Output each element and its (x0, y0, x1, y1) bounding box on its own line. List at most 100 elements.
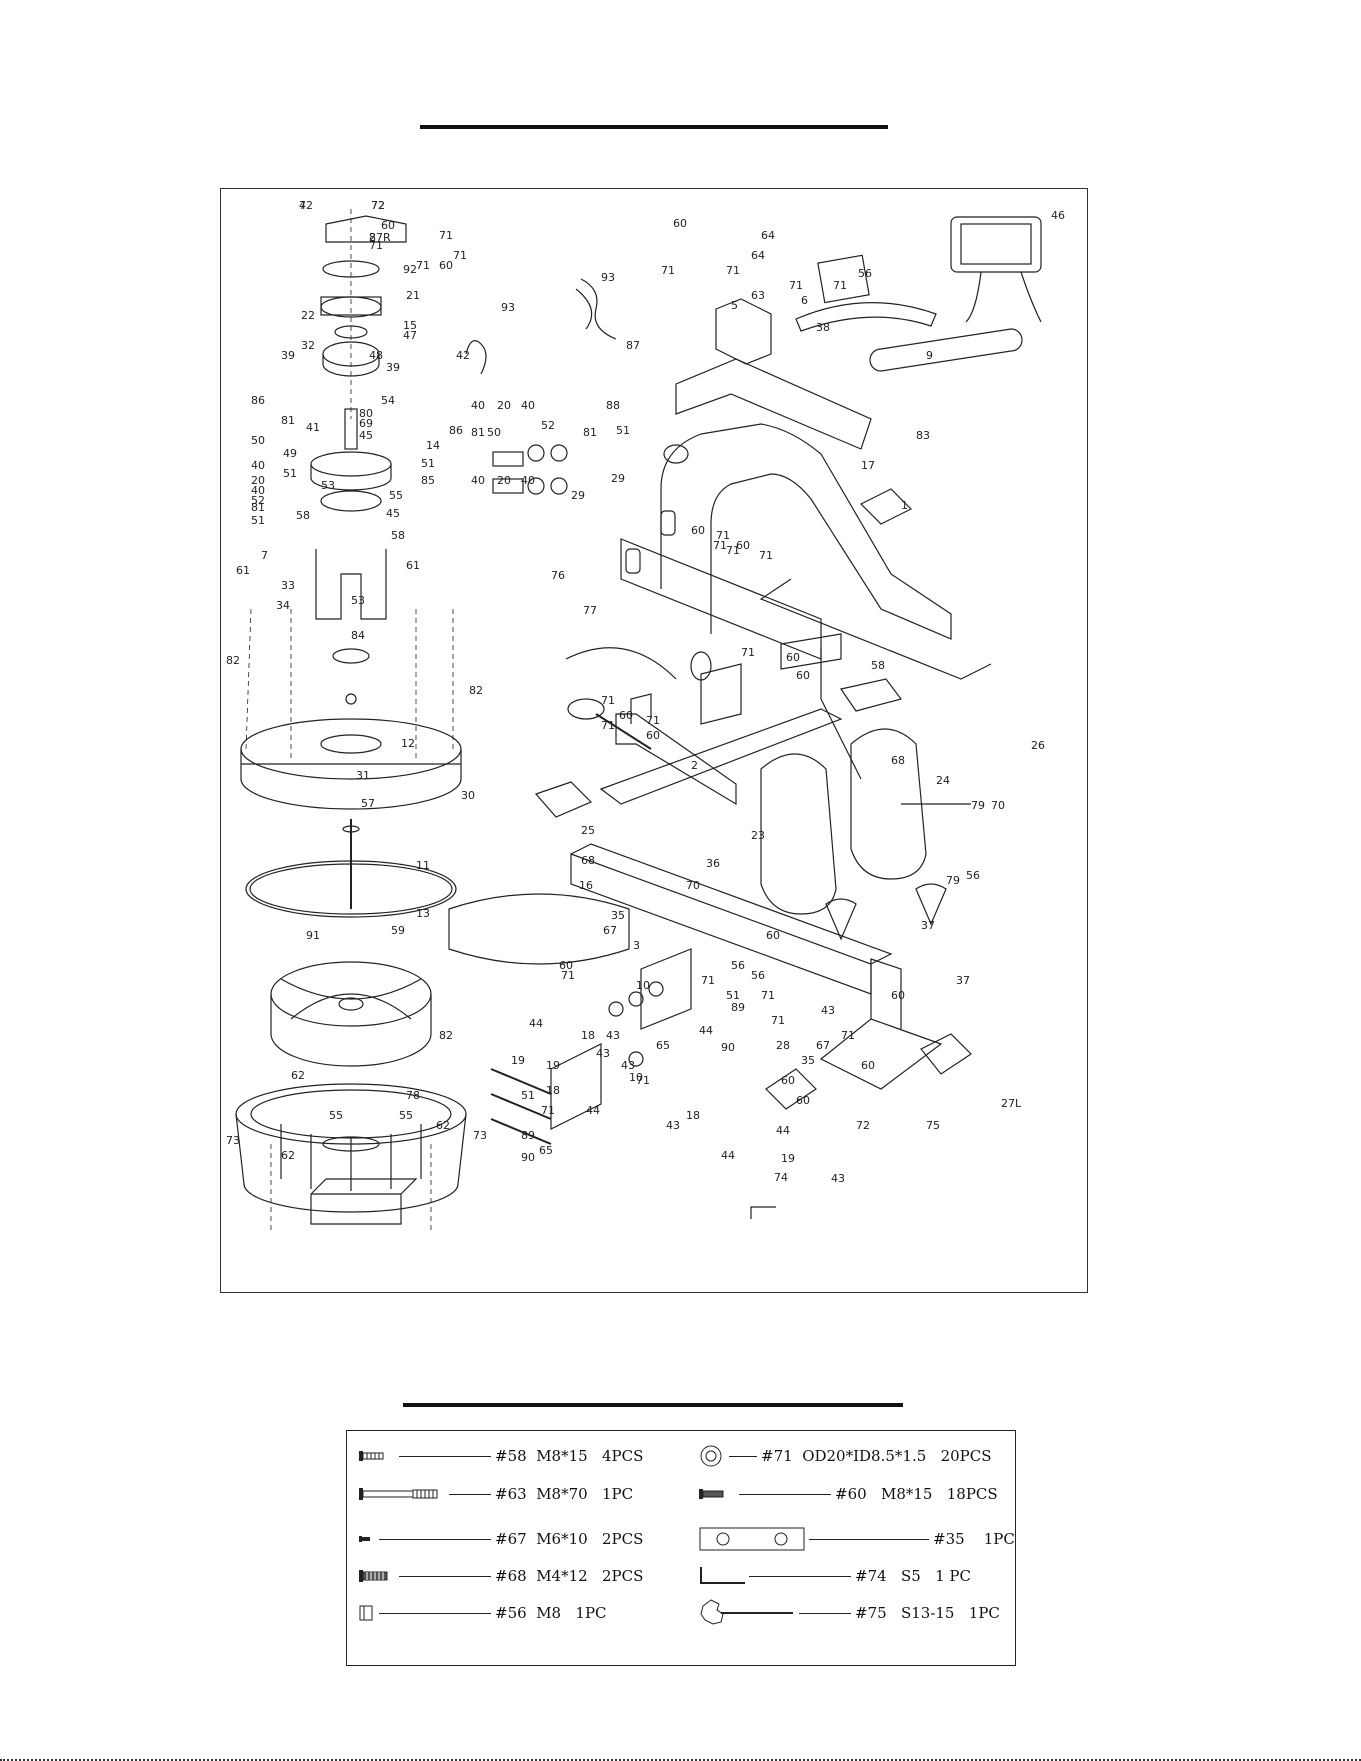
part-callout-label: 40 (521, 474, 535, 487)
part-callout-label: 60 (736, 539, 750, 552)
part-callout-label: 17 (861, 459, 875, 472)
part-callout-label: 55 (329, 1109, 343, 1122)
small-screw-icon (359, 1534, 379, 1544)
part-callout-label: 71 (713, 539, 727, 552)
part-callout-label: 34 (276, 599, 290, 612)
part-callout-label: 55 (399, 1109, 413, 1122)
part-callout-label: 71 (561, 969, 575, 982)
part-callout-label: 72 (299, 199, 313, 212)
part-callout-label: 43 (596, 1047, 610, 1060)
part-callout-label: 79 (971, 799, 985, 812)
part-callout-label: 45 (386, 507, 400, 520)
part-callout-label: 71 (761, 989, 775, 1002)
hardware-label: #56 M8 1PC (495, 1604, 607, 1622)
part-callout-label: 62 (436, 1119, 450, 1132)
part-callout-label: 14 (426, 439, 440, 452)
part-callout-label: 30 (461, 789, 475, 802)
part-callout-label: 13 (416, 907, 430, 920)
part-callout-label: 64 (761, 229, 775, 242)
part-callout-label: 69 (359, 417, 373, 430)
part-callout-label: 71 (541, 1104, 555, 1117)
hardware-item-58: #58 M8*15 4PCS (359, 1441, 643, 1471)
part-callout-label: 41 (306, 421, 320, 434)
part-callout-label: 44 (699, 1024, 713, 1037)
part-callout-label: 74 (774, 1171, 788, 1184)
part-callout-label: 7 (261, 549, 268, 562)
part-callout-label: 93 (601, 271, 615, 284)
hardware-label: #60 M8*15 18PCS (835, 1485, 998, 1503)
part-callout-label: 18 (546, 1084, 560, 1097)
part-callout-label: 18 (686, 1109, 700, 1122)
part-callout-label: 9 (926, 349, 933, 362)
part-callout-label: 49 (283, 447, 297, 460)
part-callout-label: 40 (471, 474, 485, 487)
part-callout-label: 68 (891, 754, 905, 767)
hardware-item-63: #63 M8*70 1PC (359, 1479, 633, 1509)
long-bolt-icon (359, 1487, 449, 1501)
part-callout-label: 16 (579, 879, 593, 892)
part-callout-label: 15 (403, 319, 417, 332)
hardware-label: #58 M8*15 4PCS (495, 1447, 644, 1465)
part-callout-label: 27L (1001, 1097, 1022, 1110)
part-callout-label: 43 (666, 1119, 680, 1132)
part-callout-label: 71 (369, 239, 383, 252)
part-callout-label: 60 (439, 259, 453, 272)
hardware-label: #63 M8*70 1PC (495, 1485, 634, 1503)
part-callout-label: 82 (439, 1029, 453, 1042)
part-callout-label: 70 (686, 879, 700, 892)
part-callout-label: 18 (581, 1029, 595, 1042)
part-callout-label: 71 (601, 719, 615, 732)
part-callout-label: 55 (389, 489, 403, 502)
part-callout-label: 23 (751, 829, 765, 842)
part-callout-label: 60 (691, 524, 705, 537)
part-callout-label: 65 (539, 1144, 553, 1157)
part-callout-label: 6 (801, 294, 808, 307)
part-callout-label: 72 (371, 199, 385, 212)
part-callout-label: 42 (456, 349, 470, 362)
part-callout-label: 63 (751, 289, 765, 302)
part-callout-label: 51 (421, 457, 435, 470)
hardware-list: #58 M8*15 4PCS #63 M8*70 1PC #67 M6*10 2… (346, 1430, 1016, 1666)
part-callout-label: 28 (776, 1039, 790, 1052)
hardware-item-35: #35 1PC (699, 1524, 1015, 1554)
part-callout-label: 60 (619, 709, 633, 722)
part-callout-label: 43 (821, 1004, 835, 1017)
rail-drawing (448, 633, 972, 1219)
part-callout-label: 51 (521, 1089, 535, 1102)
part-callout-label: 35 (801, 1054, 815, 1067)
part-callout-label: 62 (281, 1149, 295, 1162)
part-callout-label: 54 (381, 394, 395, 407)
hardware-label: #74 S5 1 PC (855, 1567, 971, 1585)
parts-list-title-rule (403, 1403, 903, 1407)
part-callout-label: 19 (546, 1059, 560, 1072)
part-callout-label: 78 (406, 1089, 420, 1102)
part-callout-label: 20 (497, 474, 511, 487)
part-callout-label: 2 (691, 759, 698, 772)
part-callout-label: 21 (406, 289, 420, 302)
part-callout-label: 67 (816, 1039, 830, 1052)
bolt-icon (359, 1450, 399, 1462)
part-callout-label: 67 (603, 924, 617, 937)
part-callout-label: 57 (361, 797, 375, 810)
part-callout-label: 71 (771, 1014, 785, 1027)
part-callout-label: 35 (611, 909, 625, 922)
part-callout-label: 79 (946, 874, 960, 887)
part-callout-label: 43 (606, 1029, 620, 1042)
part-callout-label: 48 (369, 349, 383, 362)
part-callout-label: 33 (281, 579, 295, 592)
part-callout-label: 40 (251, 484, 265, 497)
part-callout-label: 82 (469, 684, 483, 697)
part-callout-label: 39 (386, 361, 400, 374)
bolt-icon (699, 1488, 739, 1500)
part-callout-label: 59 (391, 924, 405, 937)
hardware-label: #68 M4*12 2PCS (495, 1567, 644, 1585)
part-callout-label: 19 (781, 1152, 795, 1165)
exploded-diagram-drawing (235, 209, 1042, 1234)
part-callout-label: 56 (731, 959, 745, 972)
part-callout-label: 11 (416, 859, 430, 872)
part-callout-label: 58 (391, 529, 405, 542)
part-callout-label: 10 (629, 1071, 643, 1084)
part-callout-label: 58 (296, 509, 310, 522)
part-callout-label: 32 (301, 339, 315, 352)
part-callout-label: 60 (891, 989, 905, 1002)
